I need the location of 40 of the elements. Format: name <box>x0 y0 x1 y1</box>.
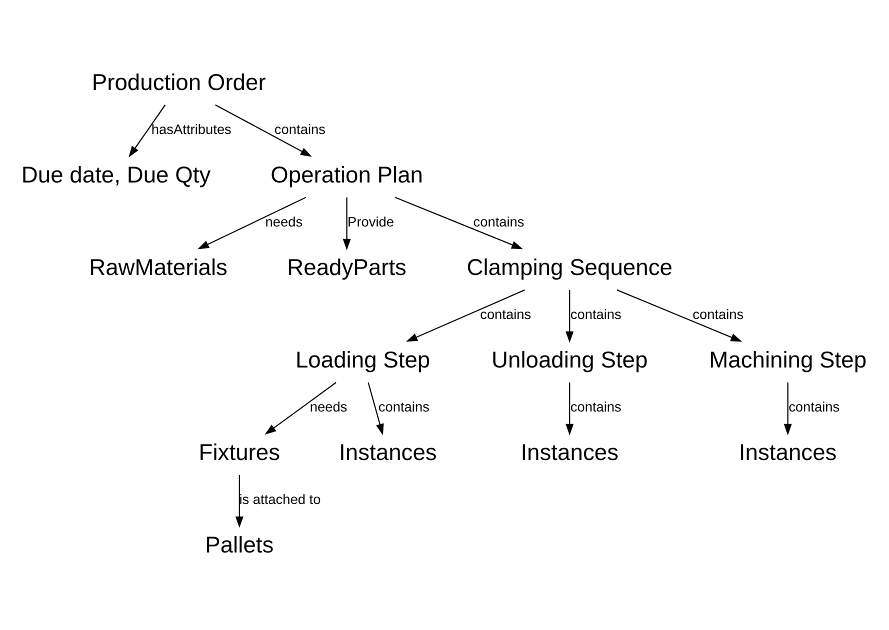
arrow <box>616 288 742 342</box>
arrow <box>566 289 574 342</box>
arrow <box>784 382 792 435</box>
arrow <box>235 474 244 528</box>
node-text: Due date, Due Qty <box>21 160 211 187</box>
node-text: Unloading Step <box>492 346 648 372</box>
node-text: Fixtures <box>198 438 280 465</box>
edge-label: contains <box>570 399 622 414</box>
edge-label: contains <box>378 399 430 414</box>
node-text: Machining Step <box>709 346 867 372</box>
edge-label: contains <box>788 399 840 414</box>
arrow <box>406 288 525 342</box>
arrow <box>215 104 312 156</box>
arrow <box>198 196 306 249</box>
edge-label: hasAttributes <box>151 121 232 136</box>
edge-label: Provide <box>348 214 394 229</box>
node-text: Pallets <box>205 531 274 558</box>
node-text: Loading Step <box>295 346 430 372</box>
edge-label: contains <box>274 121 326 136</box>
node-text: ReadyParts <box>287 253 406 280</box>
node-text: Instances <box>738 438 837 465</box>
arrow <box>368 382 384 435</box>
edge-label: needs <box>310 399 348 414</box>
node-text: RawMaterials <box>89 253 228 280</box>
edge-label: is attached to <box>239 492 321 507</box>
edge-label: contains <box>692 306 744 322</box>
node-text: Operation Plan <box>270 160 424 187</box>
arrow <box>394 196 523 249</box>
edge-label: contains <box>570 306 622 322</box>
arrow <box>264 382 336 434</box>
node-text: Instances <box>339 438 437 465</box>
edge-label: needs <box>265 214 303 229</box>
edge-label: contains <box>473 214 524 229</box>
node-text: Production Order <box>92 68 266 94</box>
edge-label: contains <box>480 306 532 322</box>
arrow <box>342 196 351 250</box>
arrow <box>566 382 574 435</box>
node-text: Instances <box>520 438 618 465</box>
arrow <box>128 104 166 157</box>
node-text: Clamping Sequence <box>466 253 672 280</box>
